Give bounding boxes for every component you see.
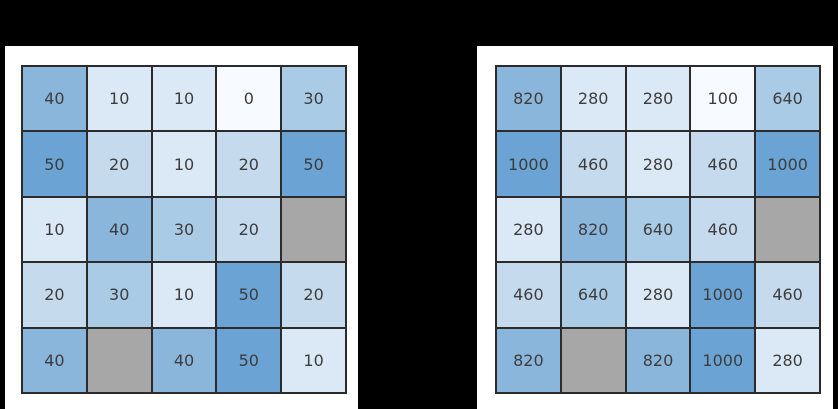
heatmap-cell: 20: [86, 131, 152, 197]
heatmap-cell: 460: [560, 131, 626, 197]
heatmap-cell: 40: [22, 66, 87, 132]
heatmap-cell: 1000: [755, 131, 820, 197]
heatmap-cell: 10: [151, 66, 217, 132]
heatmap-cell: 20: [281, 262, 346, 328]
heatmap-cell: 280: [755, 327, 820, 393]
heatmap-cell: 50: [281, 131, 346, 197]
heatmap-cell: 820: [560, 196, 626, 263]
heatmap-cell: 640: [625, 196, 691, 263]
heatmap-cell: 280: [625, 262, 691, 328]
heatmap-cell: 10: [281, 327, 346, 393]
heatmap-cell: 10: [151, 262, 217, 328]
heatmap-cell: 20: [216, 131, 282, 197]
heatmap-cell: 20: [216, 196, 282, 263]
heatmap-cell: 10: [22, 196, 87, 263]
heatmap-cell: 1000: [690, 327, 756, 393]
heatmap-cell: 280: [625, 66, 691, 132]
heatmap-cell: 50: [216, 327, 282, 393]
heatmap-cell: 30: [281, 66, 346, 132]
heatmap-cell: [755, 196, 820, 263]
heatmap-cell: 460: [755, 262, 820, 328]
heatmap-cell: [281, 196, 346, 263]
heatmap-cell: [86, 327, 152, 393]
heatmap-cell: 640: [560, 262, 626, 328]
heatmap-cell: 820: [496, 327, 561, 393]
heatmap-cell: 50: [216, 262, 282, 328]
heatmap-cell: 10: [151, 131, 217, 197]
heatmap-cell: 460: [496, 262, 561, 328]
heatmap-cell: 40: [86, 196, 152, 263]
heatmap-cell: 460: [690, 196, 756, 263]
heatmap-cell: 50: [22, 131, 87, 197]
heatmap-cell: 280: [625, 131, 691, 197]
heatmap-cell: 40: [22, 327, 87, 393]
heatmap-cell: 100: [690, 66, 756, 132]
heatmap-cell: 1000: [496, 131, 561, 197]
heatmap-cell: 1000: [690, 262, 756, 328]
heatmap-cell: 20: [22, 262, 87, 328]
heatmap-cell: 10: [86, 66, 152, 132]
heatmap-cell: 0: [216, 66, 282, 132]
heatmap-cell: 640: [755, 66, 820, 132]
heatmap-cell: 820: [496, 66, 561, 132]
heatmap-cell: 280: [560, 66, 626, 132]
heatmap-cell: 30: [151, 196, 217, 263]
heatmap-cell: [560, 327, 626, 393]
heatmap-cell: 40: [151, 327, 217, 393]
heatmap-cell: 30: [86, 262, 152, 328]
heatmap-cell: 460: [690, 131, 756, 197]
heatmap-cell: 280: [496, 196, 561, 263]
heatmap-cell: 820: [625, 327, 691, 393]
